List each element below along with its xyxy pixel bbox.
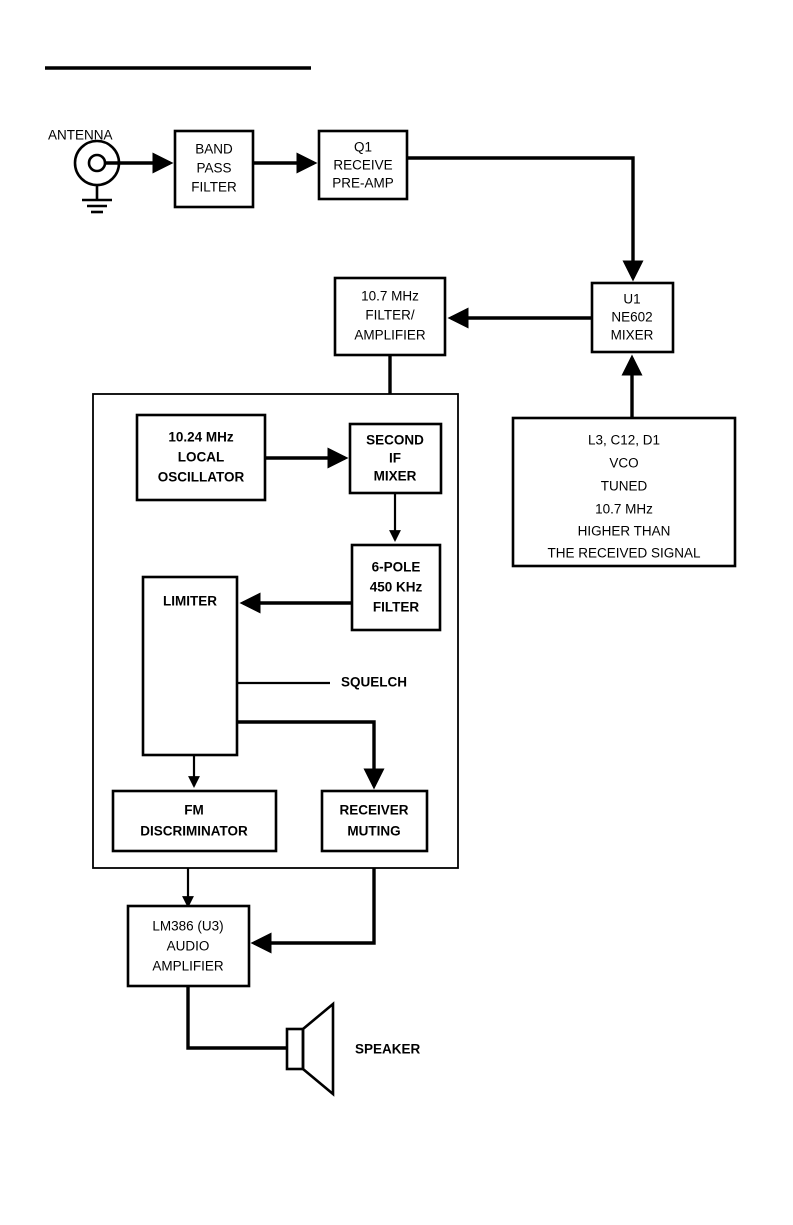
vco-line-6: THE RECEIVED SIGNAL <box>547 546 701 561</box>
speaker-symbol <box>285 1001 335 1097</box>
bpf-line-3: FILTER <box>191 180 237 195</box>
vco-line-1: L3, C12, D1 <box>588 433 660 448</box>
wire-preamp-to-mixer <box>407 156 644 282</box>
speaker-label: SPEAKER <box>355 1042 421 1057</box>
lo-line-3: OSCILLATOR <box>158 470 245 485</box>
block-audio-amplifier: LM386 (U3) AUDIO AMPLIFIER <box>126 904 251 988</box>
block-band-pass-filter: BAND PASS FILTER <box>173 129 255 209</box>
vco-line-5: HIGHER THAN <box>578 524 671 539</box>
crystal-filter-line-2: 450 KHz <box>370 580 423 595</box>
preamp-line-3: PRE-AMP <box>332 176 394 191</box>
vco-line-4: 10.7 MHz <box>595 502 653 517</box>
limiter-label: LIMITER <box>163 594 217 609</box>
vco-line-2: VCO <box>609 456 638 471</box>
wire-muting-to-audio-amp <box>250 868 376 954</box>
mixer-line-3: MIXER <box>611 328 654 343</box>
if-filter-line-3: AMPLIFIER <box>354 328 426 343</box>
block-fm-discriminator: FM DISCRIMINATOR <box>111 789 278 853</box>
if-filter-line-2: FILTER/ <box>365 308 415 323</box>
bpf-line-1: BAND <box>195 142 233 157</box>
vco-line-3: TUNED <box>601 479 648 494</box>
second-mixer-line-1: SECOND <box>366 433 424 448</box>
block-vco: L3, C12, D1 VCO TUNED 10.7 MHz HIGHER TH… <box>511 416 737 568</box>
if-filter-line-1: 10.7 MHz <box>361 289 419 304</box>
block-local-oscillator: 10.24 MHz LOCAL OSCILLATOR <box>135 413 267 502</box>
discriminator-line-2: DISCRIMINATOR <box>140 824 248 839</box>
block-crystal-filter: 6-POLE 450 KHz FILTER <box>350 543 442 632</box>
antenna-symbol <box>73 139 121 214</box>
crystal-filter-line-3: FILTER <box>373 600 419 615</box>
block-limiter: LIMITER <box>141 575 239 757</box>
block-receiver-muting: RECEIVER MUTING <box>320 789 429 853</box>
squelch-label: SQUELCH <box>341 675 407 690</box>
crystal-filter-line-1: 6-POLE <box>372 560 421 575</box>
muting-line-1: RECEIVER <box>339 803 408 818</box>
second-mixer-line-3: MIXER <box>374 469 417 484</box>
mixer-line-2: NE602 <box>611 310 652 325</box>
discriminator-line-1: FM <box>184 803 204 818</box>
lo-line-2: LOCAL <box>178 450 225 465</box>
antenna-label: ANTENNA <box>48 128 113 143</box>
wire-limiter-to-muting <box>237 720 385 790</box>
preamp-line-1: Q1 <box>354 140 372 155</box>
lo-line-1: 10.24 MHz <box>168 430 234 445</box>
second-mixer-line-2: IF <box>389 451 401 466</box>
wire-audio-amp-to-speaker <box>186 986 287 1050</box>
block-second-if-mixer: SECOND IF MIXER <box>348 422 443 495</box>
preamp-line-2: RECEIVE <box>333 158 392 173</box>
audio-amp-line-3: AMPLIFIER <box>152 959 224 974</box>
block-if-filter-amplifier: 10.7 MHz FILTER/ AMPLIFIER <box>333 276 447 357</box>
audio-amp-line-1: LM386 (U3) <box>152 919 223 934</box>
block-receive-preamp: Q1 RECEIVE PRE-AMP <box>317 129 409 201</box>
block-mixer-u1: U1 NE602 MIXER <box>590 281 675 354</box>
bpf-line-2: PASS <box>196 161 231 176</box>
mixer-line-1: U1 <box>623 292 640 307</box>
audio-amp-line-2: AUDIO <box>167 939 210 954</box>
muting-line-2: MUTING <box>347 824 400 839</box>
